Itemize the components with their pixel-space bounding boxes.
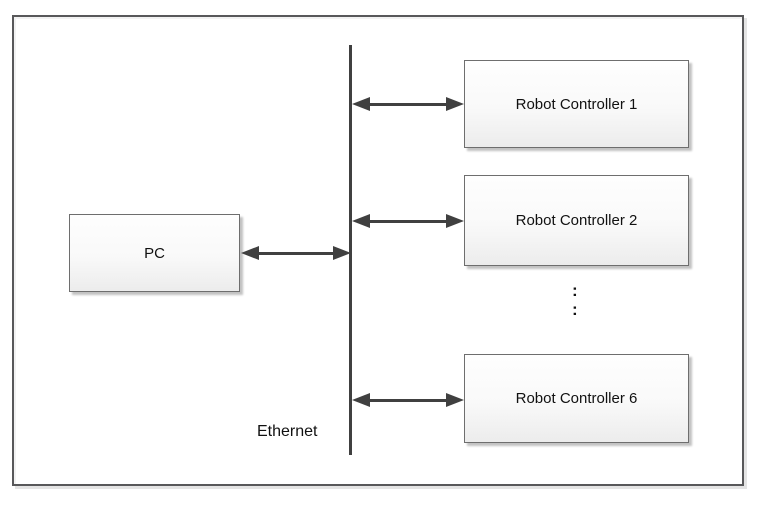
robot-controller-2-node: Robot Controller 2: [464, 175, 689, 266]
arrow-shaft: [366, 398, 450, 402]
vertical-ellipsis: : :: [572, 281, 578, 319]
robot-controller-6-node: Robot Controller 6: [464, 354, 689, 443]
ellipsis-dots: :: [572, 300, 578, 319]
pc-label: PC: [144, 244, 165, 262]
pc-node: PC: [69, 214, 240, 292]
robot-controller-6-label: Robot Controller 6: [515, 390, 638, 407]
pc-to-bus-arrow: [241, 246, 351, 260]
bus-to-controller-2-arrow: [352, 214, 464, 228]
ellipsis-dots: :: [572, 281, 578, 300]
bus-to-controller-1-arrow: [352, 97, 464, 111]
arrow-shaft: [366, 102, 450, 106]
ethernet-label: Ethernet: [257, 423, 318, 440]
bus-to-controller-6-arrow: [352, 393, 464, 407]
robot-controller-1-node: Robot Controller 1: [464, 60, 689, 148]
robot-controller-2-label: Robot Controller 2: [515, 212, 638, 229]
robot-controller-1-label: Robot Controller 1: [515, 95, 638, 113]
arrow-shaft: [366, 219, 450, 223]
arrow-shaft: [255, 251, 337, 255]
